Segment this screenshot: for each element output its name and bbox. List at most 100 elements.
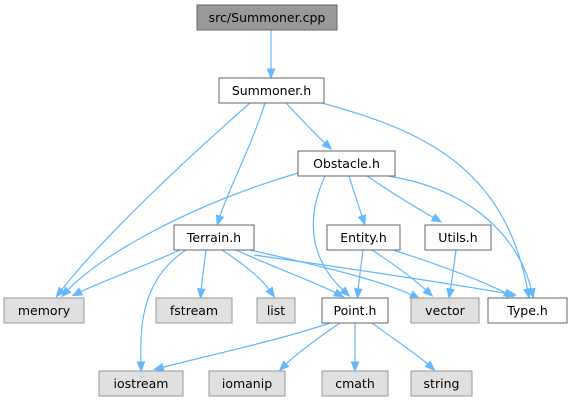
node-string: string [410,370,473,397]
node-box [410,297,480,324]
node-box [218,77,325,104]
node-obstacle-h[interactable]: Obstacle.h [297,150,396,177]
node-label: vector [425,303,466,318]
node-label: list [267,303,285,318]
node-entity-h[interactable]: Entity.h [326,224,401,251]
edge-line [253,254,511,295]
edge-line [159,322,331,369]
node-box [155,297,233,324]
node-list: list [256,297,296,324]
edge-line [77,249,181,294]
edge-arrowhead [215,214,225,227]
edge-entity-h-to-point-h [353,249,364,300]
edge-line [200,249,207,293]
edge-obstacle-h-to-memory [61,172,299,298]
node-box [410,370,473,397]
edge-obstacle-h-to-type-h [387,175,536,300]
edge-point-h-to-string [371,322,436,371]
edge-line [321,102,529,293]
node-label: string [424,376,460,391]
node-label: Point.h [334,303,377,318]
node-utils-h[interactable]: Utils.h [424,224,492,251]
edge-line [283,322,341,367]
node-box [424,224,492,251]
node-box [256,297,296,324]
node-iostream: iostream [98,370,184,397]
edge-line [392,249,509,295]
edge-terrain-h-to-list [221,249,276,299]
edge-summoner-h-to-memory [55,102,251,298]
node-label: Type.h [506,303,548,318]
node-summoner-h[interactable]: Summoner.h [218,77,325,104]
edge-arrowhead [446,287,455,300]
edge-arrowhead [350,361,360,373]
edge-line [312,175,346,293]
edge-obstacle-h-to-utils-h [366,175,443,223]
edge-line [59,102,251,293]
edge-arrowhead [526,287,536,300]
edge-arrowhead [71,287,84,297]
edge-arrowhead [353,288,363,300]
node-box [321,370,389,397]
edge-arrowhead [424,360,436,371]
edge-terrain-h-to-memory [71,249,181,297]
edge-terrain-h-to-fstream [196,249,207,300]
edge-arrowhead [55,286,66,298]
edge-arrowhead [502,288,515,298]
node-label: cmath [335,376,375,391]
edge-line [221,249,272,293]
node-box [326,224,401,251]
edge-line [65,172,299,293]
edge-line [371,322,431,367]
node-label: Entity.h [340,230,387,245]
node-label: fstream [170,303,218,318]
edge-obstacle-h-to-entity-h [348,175,367,226]
node-memory: memory [3,297,85,324]
edge-arrowhead [136,361,146,373]
edge-summoner-h-to-terrain-h [215,102,266,227]
edge-arrowhead [61,286,72,298]
edge-obstacle-h-to-point-h [312,175,351,297]
edge-summoner-h-to-type-h [321,102,532,300]
node-vector: vector [410,297,480,324]
node-box [173,224,255,251]
edge-arrowhead [430,213,443,223]
edge-arrowhead [357,214,367,226]
edge-line [387,175,533,293]
edge-point-h-to-cmath [350,323,360,373]
node-iomanip: iomanip [208,370,286,397]
edge-arrowhead [265,286,276,299]
edge-arrowhead [332,288,345,298]
nodes-layer: src/Summoner.cppSummoner.hObstacle.hTerr… [3,4,568,397]
node-label: Utils.h [438,230,477,245]
edge-entity-h-to-vector [371,249,434,297]
node-point-h[interactable]: Point.h [321,297,389,324]
node-box [297,150,396,177]
edge-summoner-cpp-to-summoner-h [266,30,276,80]
edge-line [218,102,266,220]
edge-line [249,249,415,297]
edges-layer [55,30,536,373]
node-label: src/Summoner.cpp [209,10,326,25]
node-type-h[interactable]: Type.h [487,297,568,324]
edge-arrowhead [196,288,206,300]
edge-arrowhead [278,360,290,372]
node-box [196,4,338,31]
edge-line [371,249,429,293]
edge-arrowhead [422,286,434,297]
node-summoner-cpp[interactable]: src/Summoner.cpp [196,4,338,31]
node-label: Summoner.h [232,83,311,98]
node-box [3,297,85,324]
edge-point-h-to-iomanip [278,322,341,372]
node-label: iomanip [222,376,272,391]
node-terrain-h[interactable]: Terrain.h [173,224,255,251]
edge-terrain-h-to-point-h [235,249,345,298]
edge-line [235,249,339,295]
edge-point-h-to-iostream [152,322,331,372]
edge-terrain-h-to-iostream [136,249,187,373]
node-box [321,297,389,324]
edge-arrowhead [339,286,351,297]
edge-line [348,175,364,220]
node-cmath: cmath [321,370,389,397]
